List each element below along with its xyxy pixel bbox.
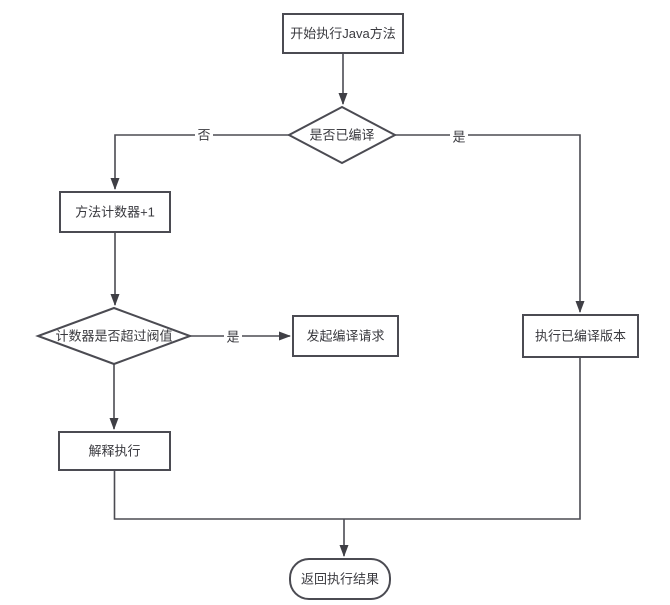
node-interpret-shape <box>58 431 171 471</box>
edge-label-yes-threshold-text: 是 <box>226 330 239 345</box>
node-start-label: 开始执行Java方法 <box>290 26 395 41</box>
edge-label-yes-right-bg <box>450 128 468 145</box>
edge-label-no-text: 否 <box>197 128 210 143</box>
edge-runcompiled-to-merge <box>344 357 581 520</box>
node-is-compiled-label: 是否已编译 <box>309 128 374 143</box>
edge-label-yes-right-text: 是 <box>452 130 465 145</box>
edge-label-no: 否 <box>195 126 213 143</box>
node-compile-request-label: 发起编译请求 <box>306 329 384 344</box>
node-interpret: 解释执行 <box>58 431 171 471</box>
node-interpret-label: 解释执行 <box>88 444 140 459</box>
node-compile-request-shape <box>292 315 399 357</box>
node-run-compiled-label: 执行已编译版本 <box>535 329 626 344</box>
edge-label-yes-right: 是 <box>450 128 468 145</box>
edge-iscompiled-yes-to-runcompiled <box>395 134 585 313</box>
node-return-result-label: 返回执行结果 <box>301 572 379 587</box>
edge-label-no-bg <box>195 126 213 143</box>
edge-labels: 否 是 是 <box>195 126 468 345</box>
node-start-shape <box>282 13 404 54</box>
node-method-counter-label: 方法计数器+1 <box>75 205 155 220</box>
node-run-compiled: 执行已编译版本 <box>522 314 639 358</box>
node-compile-request: 发起编译请求 <box>292 315 399 357</box>
node-run-compiled-shape <box>522 314 639 358</box>
node-is-compiled: 是否已编译 <box>286 105 398 165</box>
node-start: 开始执行Java方法 <box>282 13 404 54</box>
node-counter-threshold-label: 计数器是否超过阀值 <box>55 329 172 344</box>
node-method-counter: 方法计数器+1 <box>59 191 171 233</box>
node-counter-threshold: 计数器是否超过阀值 <box>35 306 193 366</box>
node-method-counter-shape <box>59 191 171 233</box>
node-is-compiled-shape <box>286 105 398 165</box>
edge-iscompiled-no-to-counter <box>110 134 289 190</box>
edge-label-yes-threshold-bg <box>224 328 242 345</box>
node-return-result: 返回执行结果 <box>289 558 391 600</box>
node-return-result-shape <box>289 558 391 600</box>
edge-label-yes-threshold: 是 <box>224 328 242 345</box>
edge-interpret-to-merge <box>113 470 344 520</box>
node-counter-threshold-shape <box>35 306 193 366</box>
nodes: 开始执行Java方法 是否已编译 方法计数器+1 计数器是否超过阀值 发起编译请… <box>35 13 639 600</box>
